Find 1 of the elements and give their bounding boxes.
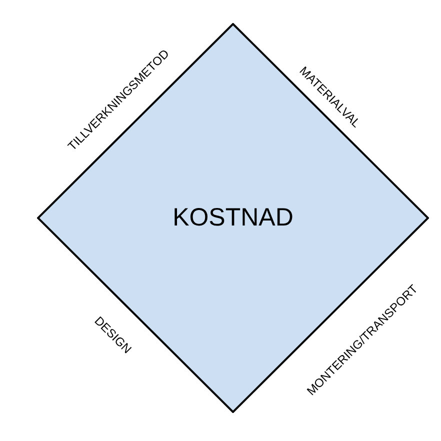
node-label: KOSTNAD bbox=[172, 204, 294, 232]
